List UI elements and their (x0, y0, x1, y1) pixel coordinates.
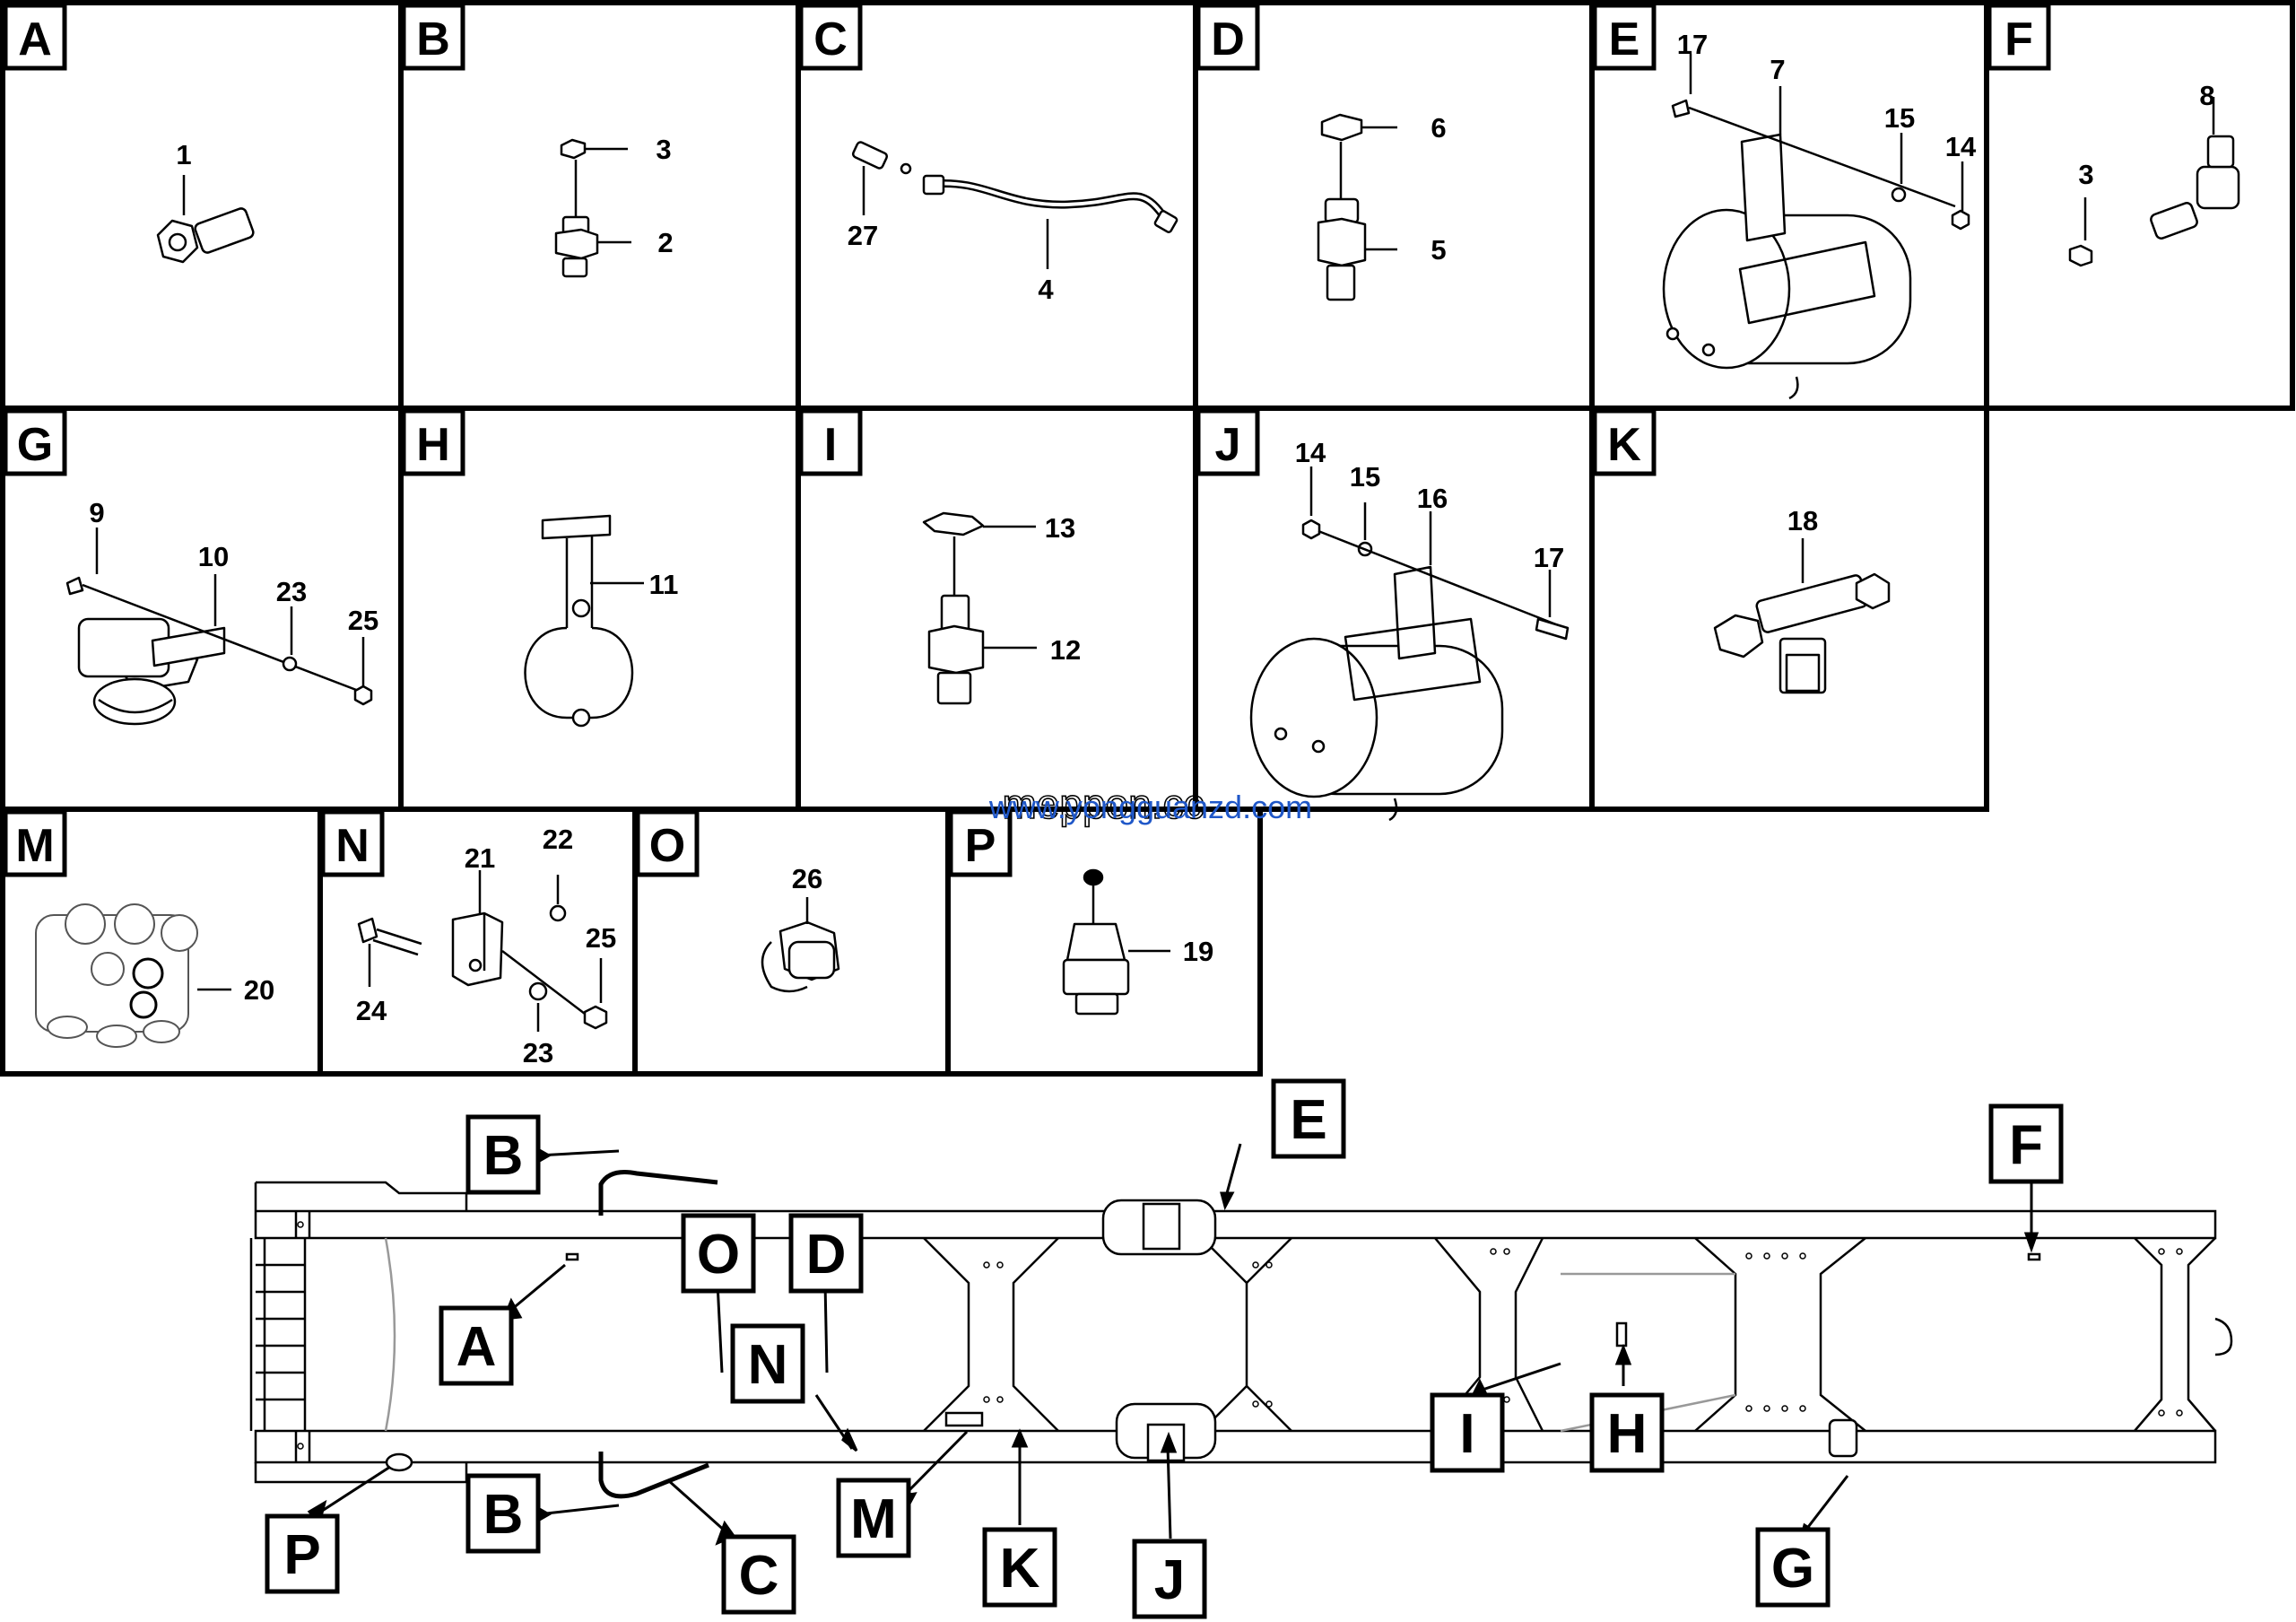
callout-letter: O (697, 1224, 740, 1286)
panel-letter: M (15, 820, 54, 872)
panel-letter: C (813, 13, 848, 65)
part-fitting-a (156, 175, 255, 264)
part-number: 25 (348, 605, 378, 636)
part-number: 8 (2199, 80, 2214, 111)
part-number: 16 (1417, 483, 1448, 514)
callout-letter: D (806, 1224, 847, 1286)
callout-letter: P (283, 1524, 320, 1586)
part-number: 14 (1295, 437, 1326, 468)
panel-letter: O (649, 820, 685, 872)
part-number: 13 (1045, 512, 1075, 544)
part-number: 7 (1770, 54, 1785, 85)
part-number: 3 (656, 134, 671, 165)
panel-letter: J (1215, 419, 1241, 471)
panel-letters: A B C D E F G H I J K M N O P (15, 13, 2033, 872)
watermark-meppon: meppon.cc (1002, 780, 1204, 827)
panel-letter: D (1211, 13, 1245, 65)
part-elbow-f (2068, 97, 2240, 267)
part-number: 14 (1945, 131, 1977, 162)
part-number: 24 (356, 995, 387, 1026)
panel-letter: F (2005, 13, 2033, 65)
callout-letter: F (2009, 1114, 2043, 1176)
part-number: 18 (1787, 505, 1818, 536)
callout-letter: A (457, 1316, 497, 1378)
part-number: 12 (1050, 634, 1081, 666)
panel-letter: I (824, 419, 837, 471)
chassis-callout-letters: B E F A O D N I H M P B C K J G (283, 1089, 2043, 1611)
part-number: 21 (465, 842, 495, 874)
part-number: 22 (543, 824, 573, 855)
part-number: 25 (586, 922, 616, 954)
callout-letter: M (850, 1488, 897, 1550)
part-number: 23 (523, 1037, 553, 1068)
frame-holes (297, 1221, 2183, 1450)
part-union-b (554, 138, 631, 278)
part-number: 15 (1884, 102, 1915, 134)
panel-letter: E (1609, 13, 1640, 65)
part-clamp-h (524, 514, 644, 728)
panel-letter-boxes (3, 3, 2051, 877)
panel-letter: H (416, 419, 450, 471)
callout-letter: J (1154, 1549, 1185, 1611)
callout-letter: C (739, 1545, 779, 1607)
panel-letter: G (17, 419, 53, 471)
part-number: 27 (848, 220, 878, 251)
panel-letter: N (335, 820, 370, 872)
callout-letter: B (483, 1125, 524, 1187)
part-number: 10 (198, 541, 229, 572)
callout-letter: H (1607, 1403, 1648, 1465)
chassis-frame (249, 1181, 2233, 1484)
part-hose-c (851, 141, 1178, 269)
chassis-components (385, 1170, 2041, 1499)
part-fitting-i (922, 511, 1037, 705)
part-number: 17 (1677, 29, 1708, 60)
panel-letter: K (1607, 419, 1641, 471)
part-bracket-n (357, 870, 608, 1032)
part-tee-k (1713, 538, 1891, 694)
part-number: 5 (1431, 234, 1446, 266)
part-number: 23 (276, 576, 307, 607)
part-number: 15 (1350, 461, 1380, 493)
part-switch-d (1317, 113, 1397, 301)
part-number: 4 (1038, 274, 1054, 305)
part-number: 2 (657, 227, 673, 258)
callout-letter: B (483, 1484, 524, 1546)
part-number: 1 (176, 139, 191, 170)
callout-letter: K (1000, 1538, 1040, 1600)
part-number: 17 (1534, 542, 1564, 573)
callout-boxes (265, 1078, 2064, 1619)
watermark-url: www.yongguanzd.com (988, 789, 1312, 825)
part-air-tank-e (1662, 54, 1970, 400)
part-number: 20 (244, 974, 274, 1006)
part-number: 9 (89, 497, 104, 528)
part-number: 19 (1183, 936, 1213, 967)
watermark: meppon.cc www.yongguanzd.com (988, 780, 1312, 828)
callout-letter: E (1290, 1089, 1326, 1151)
callout-letter: G (1771, 1538, 1814, 1600)
part-valve-g (65, 528, 373, 726)
part-valve-block-m (35, 903, 231, 1048)
part-bulkhead-o (761, 897, 840, 993)
callout-letter: N (748, 1334, 788, 1396)
callout-letter: I (1459, 1403, 1474, 1465)
part-hand-valve-p (1062, 868, 1170, 1016)
part-number: 26 (792, 863, 822, 894)
part-air-tank-j (1249, 467, 1570, 822)
panel-letter: P (965, 820, 996, 872)
part-numbers: 1 3 2 27 4 6 5 17 7 15 14 8 3 9 10 23 25… (89, 29, 2214, 1068)
panel-letter: A (18, 13, 52, 65)
panel-grid (0, 0, 2295, 1077)
part-number: 6 (1431, 112, 1446, 144)
part-number: 3 (2078, 159, 2093, 190)
part-number: 11 (649, 569, 679, 600)
panel-letter: B (416, 13, 450, 65)
